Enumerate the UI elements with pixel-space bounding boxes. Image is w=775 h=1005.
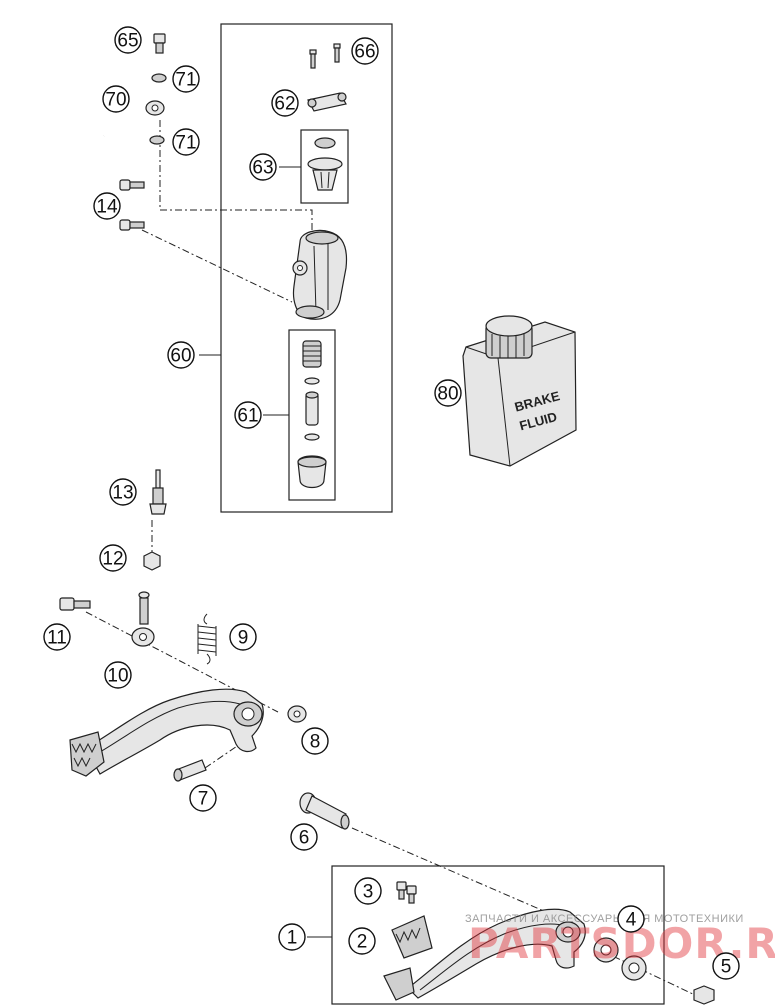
- callout-71-lower: 71: [172, 128, 200, 156]
- callout-9: 9: [229, 623, 257, 651]
- svg-text:71: 71: [175, 70, 196, 91]
- svg-text:9: 9: [238, 628, 249, 649]
- master-cylinder-assembly-frame: [220, 23, 393, 513]
- reservoir-cover-part: [307, 92, 347, 112]
- reservoir-membrane-part: [307, 137, 343, 191]
- piston-kit-part: [297, 340, 327, 489]
- callout-10: 10: [104, 661, 132, 689]
- pivot-pin-part: [299, 792, 350, 830]
- callout-61: 61: [234, 401, 262, 429]
- svg-text:3: 3: [363, 882, 374, 903]
- step-plate-screws-part: [396, 881, 417, 904]
- brake-pedal-assembly-frame: [331, 865, 665, 1005]
- svg-text:63: 63: [252, 158, 273, 179]
- screw-part: [119, 179, 145, 191]
- callout-71-upper: 71: [172, 65, 200, 93]
- callout-5: 5: [712, 952, 740, 980]
- brake-fluid-can-part: BRAKE FLUID: [462, 315, 577, 467]
- watermark-tagline: ЗАПЧАСТИ И АКСЕССУАРЫ ДЛЯ МОТОТЕХНИКИ: [465, 913, 744, 925]
- svg-text:66: 66: [354, 42, 375, 63]
- pivot-bolt-part: [59, 597, 91, 611]
- svg-text:70: 70: [105, 90, 126, 111]
- svg-text:6: 6: [299, 828, 310, 849]
- svg-text:4: 4: [626, 910, 637, 931]
- callout-1: 1: [278, 923, 306, 951]
- svg-text:1: 1: [287, 928, 298, 949]
- step-plate-part: [391, 915, 433, 959]
- svg-text:8: 8: [310, 732, 321, 753]
- svg-text:80: 80: [437, 384, 458, 405]
- callout-60: 60: [167, 341, 195, 369]
- callout-6: 6: [290, 823, 318, 851]
- svg-text:65: 65: [117, 31, 138, 52]
- callout-62: 62: [271, 89, 299, 117]
- callout-65: 65: [114, 26, 142, 54]
- svg-text:2: 2: [357, 932, 368, 953]
- screw-part-2: [119, 219, 145, 231]
- svg-text:11: 11: [47, 628, 67, 649]
- svg-text:61: 61: [237, 406, 258, 427]
- callout-63: 63: [249, 153, 277, 181]
- callout-7: 7: [189, 784, 217, 812]
- bushing-part: [287, 705, 307, 723]
- callout-11: 11: [43, 623, 71, 651]
- callout-13: 13: [109, 478, 137, 506]
- svg-text:10: 10: [107, 666, 128, 687]
- svg-text:5: 5: [721, 957, 732, 978]
- callout-12: 12: [99, 544, 127, 572]
- svg-text:7: 7: [198, 789, 209, 810]
- callout-66: 66: [351, 37, 379, 65]
- sealing-washer-part: [151, 73, 167, 83]
- svg-text:12: 12: [102, 549, 123, 570]
- piston-rod-part: [131, 591, 155, 647]
- return-spring-part: [197, 613, 217, 665]
- brake-pedal-lower-part: [383, 908, 586, 1001]
- svg-text:71: 71: [175, 133, 196, 154]
- callout-70: 70: [102, 85, 130, 113]
- callout-2: 2: [348, 927, 376, 955]
- lock-nut-part: [143, 551, 161, 571]
- bearing-part: [593, 937, 647, 981]
- callout-4: 4: [617, 905, 645, 933]
- svg-text:60: 60: [170, 346, 191, 367]
- pedal-pin-part: [173, 759, 207, 782]
- pedal-nut-part: [693, 985, 715, 1005]
- cover-screw-part: [309, 43, 341, 69]
- brake-line-part: [103, 100, 165, 137]
- master-cylinder-body-part: [292, 229, 348, 320]
- callout-80: 80: [434, 379, 462, 407]
- brake-pedal-part: [69, 688, 264, 777]
- callout-14: 14: [93, 192, 121, 220]
- svg-text:62: 62: [274, 94, 295, 115]
- banjo-bolt-part: [153, 33, 166, 54]
- adjuster-screw-part: [149, 469, 167, 515]
- callout-3: 3: [354, 877, 382, 905]
- callout-8: 8: [301, 727, 329, 755]
- sealing-washer-part-2: [149, 135, 165, 145]
- svg-text:14: 14: [96, 197, 118, 218]
- svg-text:13: 13: [112, 483, 133, 504]
